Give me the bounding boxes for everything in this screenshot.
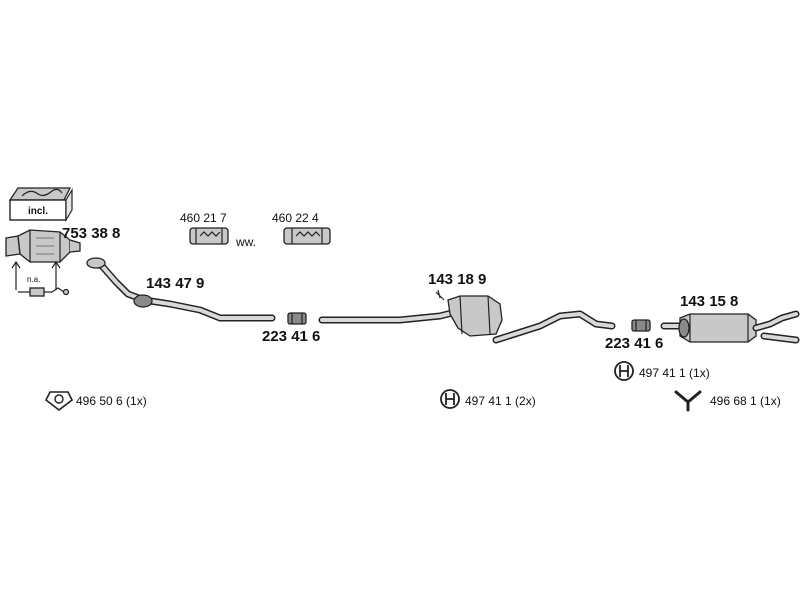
centre-silencer-part-number: 143 18 9 bbox=[428, 271, 486, 288]
clamp-a-part-number: 460 21 7 bbox=[180, 211, 227, 225]
centre-hanger-accessory-label: 497 41 1 (2x) bbox=[465, 394, 536, 408]
na-label: n.a. bbox=[27, 275, 40, 284]
centre-pipe bbox=[318, 308, 460, 324]
y-hanger-icon bbox=[674, 390, 702, 412]
rear-silencer bbox=[660, 310, 800, 344]
rear-hanger-accessory-label: 497 41 1 (1x) bbox=[639, 366, 710, 380]
gasket-accessory-label: 496 50 6 (1x) bbox=[76, 394, 147, 408]
ring-gasket-icon bbox=[44, 391, 74, 412]
connector-mid-part-number: 223 41 6 bbox=[262, 328, 320, 345]
connector-mid bbox=[287, 312, 307, 325]
clamp-b bbox=[283, 227, 331, 245]
front-pipe bbox=[86, 257, 276, 322]
connector-rear-part-number: 223 41 6 bbox=[605, 335, 663, 352]
catalyst-part-number: 753 38 8 bbox=[62, 225, 120, 242]
clamp-b-part-number: 460 22 4 bbox=[272, 211, 319, 225]
rear-silencer-part-number: 143 15 8 bbox=[680, 293, 738, 310]
catalytic-converter bbox=[5, 229, 81, 263]
ww-label: ww. bbox=[235, 235, 256, 249]
rubber-hanger-icon bbox=[614, 361, 634, 381]
connector-rear bbox=[631, 319, 651, 332]
rubber-hanger-icon bbox=[440, 389, 460, 409]
not-available-sensor: n.a. bbox=[11, 260, 70, 297]
included-kit-box: incl. bbox=[8, 187, 73, 223]
clamp-a bbox=[189, 227, 229, 245]
y-hanger-accessory-label: 496 68 1 (1x) bbox=[710, 394, 781, 408]
front-pipe-part-number: 143 47 9 bbox=[146, 275, 204, 292]
box-incl-label: incl. bbox=[28, 206, 48, 217]
centre-rear-pipe bbox=[492, 310, 616, 344]
centre-silencer bbox=[435, 289, 503, 337]
